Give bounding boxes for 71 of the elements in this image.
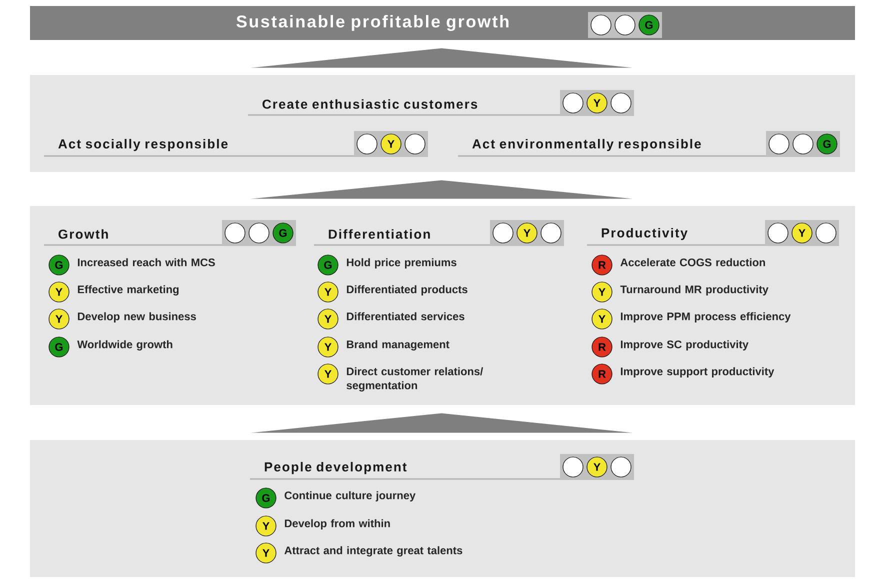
item-text: Continue culture journey (284, 491, 416, 502)
empty-status-light (224, 222, 246, 244)
item-text: Turnaround MR productivity (620, 285, 768, 296)
status-light: Y (586, 456, 608, 478)
item-text: Direct customer relations/ segmentation (346, 367, 483, 392)
empty-status-light (610, 456, 632, 478)
status-light: G (48, 254, 70, 276)
item-text: Develop from within (284, 519, 390, 530)
node-label: Create enthusiastic customers (262, 99, 478, 109)
node-label: Act socially responsible (58, 138, 228, 152)
node-label: Growth (58, 229, 108, 239)
empty-status-light (768, 222, 788, 244)
item-text: Worldwide growth (77, 340, 172, 351)
status-light: Y (586, 92, 608, 114)
status-light: Y (318, 336, 338, 358)
empty-status-light (356, 134, 378, 154)
item-text: Differentiated products (346, 285, 468, 296)
status-light: Y (256, 516, 276, 536)
empty-status-light (792, 134, 814, 154)
status-light: G (272, 222, 294, 244)
status-light: Y (318, 364, 338, 384)
status-light: Y (256, 542, 276, 564)
status-light: Y (516, 222, 538, 244)
status-light: Y (380, 134, 402, 154)
item-text: Improve SC productivity (620, 340, 748, 350)
status-light: R (592, 254, 612, 276)
item-text: Improve support productivity (620, 367, 774, 378)
node-label: Act environmentally responsible (472, 138, 701, 152)
empty-status-light (492, 222, 514, 244)
item-text: Differentiated services (346, 312, 464, 320)
chevron-arrow (250, 180, 632, 199)
status-light: G (816, 134, 838, 154)
band (30, 75, 855, 172)
status-light: R (592, 336, 612, 358)
item-text: Improve PPM process efficiency (620, 312, 791, 322)
status-light: Y (48, 282, 70, 302)
status-light: Y (792, 222, 812, 244)
chevron-arrow (250, 48, 632, 68)
status-light: Y (318, 308, 338, 330)
empty-status-light (562, 92, 584, 114)
item-text: Effective marketing (78, 285, 179, 296)
status-light: G (638, 14, 660, 36)
empty-status-light (540, 222, 562, 244)
node-label: Differentiation (328, 229, 430, 239)
empty-status-light (562, 456, 584, 478)
status-light: G (48, 336, 70, 358)
item-text: Hold price premiums (346, 258, 456, 268)
status-light: Y (48, 308, 70, 330)
empty-status-light (248, 222, 270, 244)
empty-status-light (614, 14, 636, 36)
status-light: G (318, 254, 338, 276)
item-text: Increased reach with MCS (78, 258, 215, 266)
status-light: Y (592, 282, 612, 302)
empty-status-light (610, 92, 632, 114)
empty-status-light (404, 134, 426, 154)
item-text: Attract and integrate great talents (284, 546, 462, 557)
empty-status-light (816, 222, 836, 244)
empty-status-light (768, 134, 790, 154)
node-label: People development (264, 462, 407, 474)
node-label: Productivity (602, 228, 688, 240)
status-light: Y (592, 308, 612, 330)
status-light: R (592, 364, 612, 384)
band (30, 206, 855, 405)
status-light: G (256, 488, 276, 508)
item-text: Develop new business (78, 312, 196, 322)
item-text: Accelerate COGS reduction (620, 258, 765, 266)
band (30, 440, 855, 577)
item-text: Brand management (346, 340, 450, 351)
empty-status-light (590, 14, 612, 36)
status-light: Y (318, 282, 338, 302)
chevron-arrow (250, 413, 632, 433)
